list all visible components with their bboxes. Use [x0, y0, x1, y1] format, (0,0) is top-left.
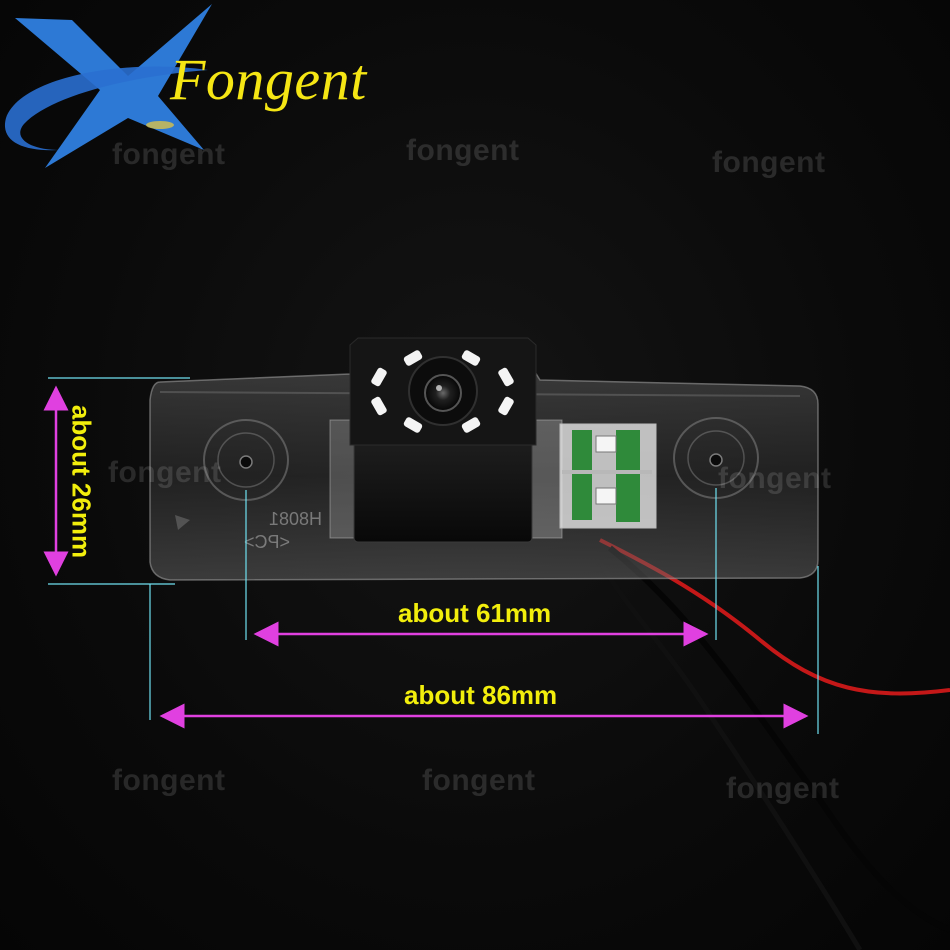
watermark: fongent [406, 134, 520, 167]
stamp-line-1: H8081 [269, 509, 322, 529]
watermark: fongent [112, 138, 226, 171]
watermark: fongent [112, 764, 226, 797]
watermark: fongent [712, 146, 826, 179]
led-board [559, 423, 657, 529]
dimension-lines [43, 377, 819, 734]
width-dimension-label: about 86mm [404, 680, 558, 710]
stamp-line-2: <PC> [244, 532, 290, 552]
brand-wordmark: Fongent [170, 47, 367, 112]
mold-stamp: H8081 <PC> [244, 509, 322, 552]
height-dimension-label: about 26mm [66, 404, 97, 559]
watermark: fongent [718, 462, 832, 495]
brand-logo [4, 4, 212, 168]
hole-spacing-dimension-label: about 61mm [398, 598, 552, 628]
watermark: fongent [726, 772, 840, 805]
watermark: fongent [108, 456, 222, 489]
watermark: fongent [422, 764, 536, 797]
camera-body [349, 337, 537, 543]
